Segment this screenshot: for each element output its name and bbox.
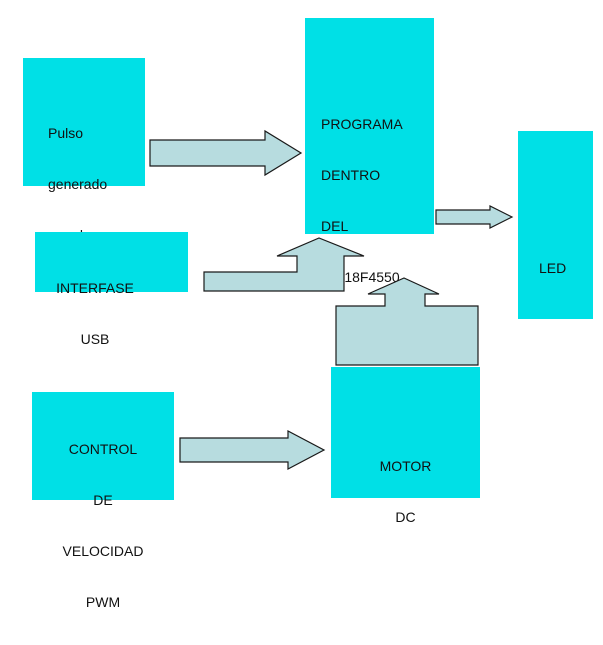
block-motor-line-2: DC <box>395 509 416 525</box>
block-usb-line-1: INTERFASE <box>56 280 134 296</box>
block-motor-label: MOTOR DC <box>331 424 480 560</box>
block-usb-line-2: USB <box>80 331 110 347</box>
arrow-control-to-motor <box>179 430 326 470</box>
arrow-pulso-to-programa <box>149 129 303 177</box>
block-motor-line-1: MOTOR <box>379 458 432 474</box>
arrow-motor-up <box>335 277 479 366</box>
block-programa-label: PROGRAMA DENTRO DEL PIC18F4550 <box>321 82 403 320</box>
arrows-layer <box>149 129 514 470</box>
block-control-line-2: DE <box>93 492 113 508</box>
block-pulso-line-2: generado <box>48 176 108 192</box>
arrow-programa-to-led <box>435 205 514 229</box>
block-pulso-line-1: Pulso <box>48 125 84 141</box>
block-programa-line-2: DENTRO <box>321 167 381 183</box>
block-programa-line-1: PROGRAMA <box>321 116 403 132</box>
block-programa-pic: PROGRAMA DENTRO DEL PIC18F4550 <box>305 18 434 285</box>
block-pulso-moc7811: Pulso generado por el MOC7811 <box>23 58 145 294</box>
block-control-line-1: CONTROL <box>68 441 138 457</box>
block-programa-line-3: DEL <box>321 218 349 234</box>
block-control-line-3: VELOCIDAD <box>62 543 144 559</box>
block-interfase-usb: INTERFASE USB <box>35 232 188 347</box>
block-led-label: LED <box>539 226 566 311</box>
arrow-usb-to-programa <box>203 237 365 292</box>
block-usb-label: INTERFASE USB <box>35 246 155 382</box>
block-control-line-4: PWM <box>85 594 121 610</box>
block-motor-dc: MOTOR DC <box>331 367 480 525</box>
block-led: LED <box>518 131 593 319</box>
block-led-line-1: LED <box>539 260 567 276</box>
